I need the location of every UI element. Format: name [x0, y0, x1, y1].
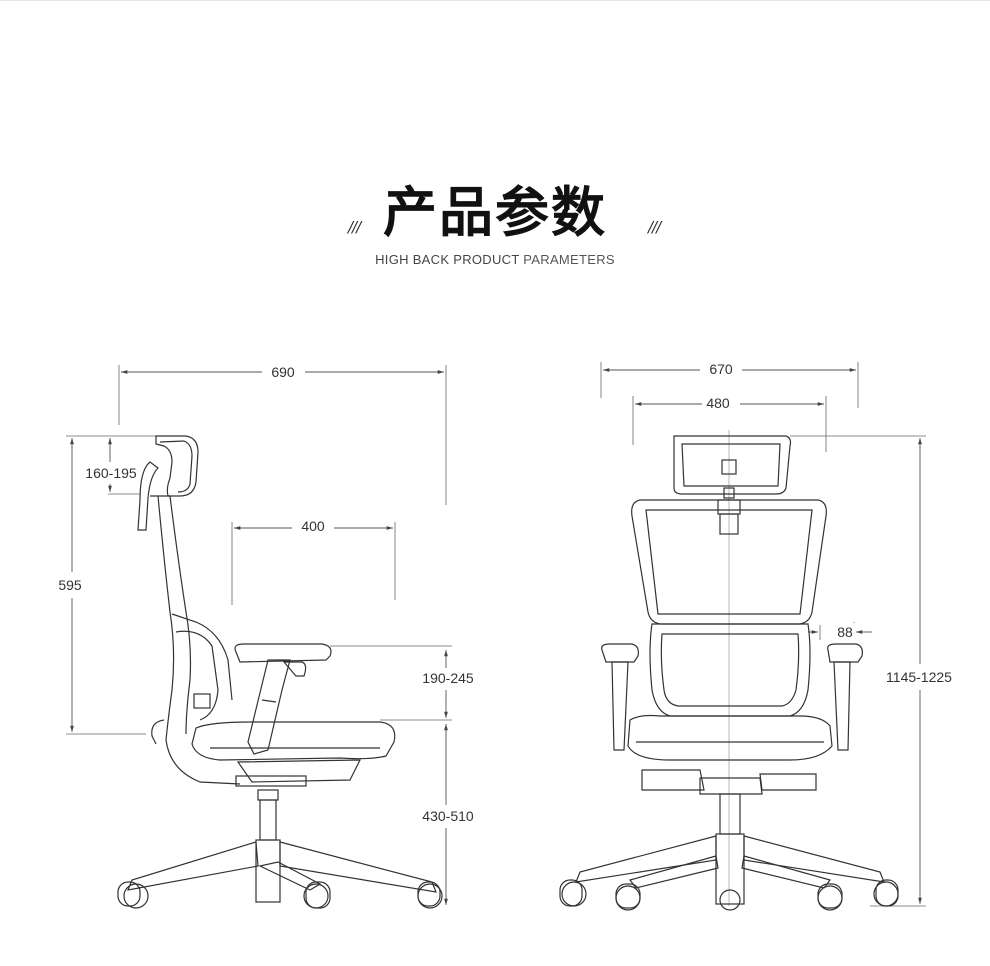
- front-base-leg-back-left: [628, 855, 719, 889]
- side-headrest-inner: [159, 440, 193, 493]
- page-subtitle: HIGH BACK PRODUCT PARAMETERS: [0, 252, 990, 267]
- side-armrest-post: [247, 659, 291, 755]
- label-background: [834, 623, 856, 641]
- front-extension-lines: [600, 362, 926, 907]
- front-view: [559, 362, 926, 911]
- front-backrest-mesh: [645, 509, 813, 615]
- side-gas-cylinder: [255, 839, 281, 903]
- label-background: [419, 669, 477, 687]
- side-seat-mechanism: [236, 759, 361, 783]
- side-extension-lines: [66, 365, 452, 735]
- side-backrest-front: [157, 495, 241, 785]
- label-background: [55, 576, 85, 594]
- label-armrest-height: 190-245: [422, 670, 474, 686]
- label-background: [883, 668, 956, 686]
- front-armrest-post-left: [611, 661, 629, 751]
- front-armrest-pad-right: [827, 643, 863, 663]
- side-lumbar-knob: [193, 693, 211, 709]
- subtitle-product: HIGH BACK PRODUCT: [375, 252, 520, 267]
- front-lumbar-mesh: [660, 633, 800, 707]
- label-background: [82, 464, 140, 482]
- dimension-labels: 690 160-195 595 400 190-245 430-510 670 …: [55, 360, 956, 825]
- front-gas-cylinder: [715, 833, 745, 905]
- title-slash-right: ///: [648, 218, 661, 236]
- side-armrest-pad: [234, 643, 332, 663]
- side-gas-lift: [259, 799, 277, 841]
- side-lumbar: [171, 613, 233, 701]
- side-casters: [117, 881, 443, 909]
- front-armrest-pad-left: [601, 643, 639, 663]
- front-headrest-mesh: [681, 443, 781, 487]
- side-headrest-post: [137, 461, 159, 531]
- front-casters: [559, 879, 899, 911]
- label-seat-depth: 400: [301, 518, 325, 534]
- front-lumbar-frame: [649, 623, 811, 717]
- label-backrest-height: 595: [58, 577, 82, 593]
- front-dimension-lines: [603, 368, 922, 904]
- front-seat: [627, 714, 833, 761]
- label-seat-width: 480: [706, 395, 730, 411]
- side-gas-cap: [257, 789, 279, 801]
- front-mechanism-left: [641, 769, 705, 791]
- page-title: 产品参数: [383, 181, 607, 244]
- side-dimension-lines: [70, 370, 448, 905]
- front-headrest-clip: [721, 459, 737, 475]
- front-gas-lift: [719, 793, 741, 835]
- label-front-width: 670: [709, 361, 733, 377]
- label-seat-height: 430-510: [422, 808, 474, 824]
- front-mechanism-right: [759, 773, 817, 791]
- label-background: [268, 363, 298, 381]
- label-background: [706, 360, 736, 378]
- side-seat-cushion: [191, 721, 396, 761]
- side-view: [66, 365, 452, 909]
- top-divider: [0, 0, 990, 1]
- side-lumbar-pad: [175, 630, 219, 721]
- front-armrest-post-right: [833, 661, 851, 751]
- label-background: [703, 394, 733, 412]
- front-headrest: [673, 435, 792, 495]
- side-backrest-mesh: [169, 495, 192, 735]
- label-side-width: 690: [271, 364, 295, 380]
- side-base-leg-front: [258, 861, 322, 891]
- label-overall-height: 1145-1225: [886, 669, 952, 685]
- side-mechanism-plate: [235, 775, 307, 787]
- subtitle-parameters: PARAMETERS: [523, 252, 615, 267]
- label-headrest-adjust: 160-195: [85, 465, 137, 481]
- side-base-leg-right: [279, 841, 437, 893]
- front-mechanism-center: [699, 777, 763, 795]
- label-background: [419, 807, 477, 825]
- side-base-leg-left: [127, 841, 259, 891]
- label-armrest-offset: 88: [837, 624, 853, 640]
- label-background: [298, 517, 328, 535]
- title-slash-left: ///: [348, 218, 361, 236]
